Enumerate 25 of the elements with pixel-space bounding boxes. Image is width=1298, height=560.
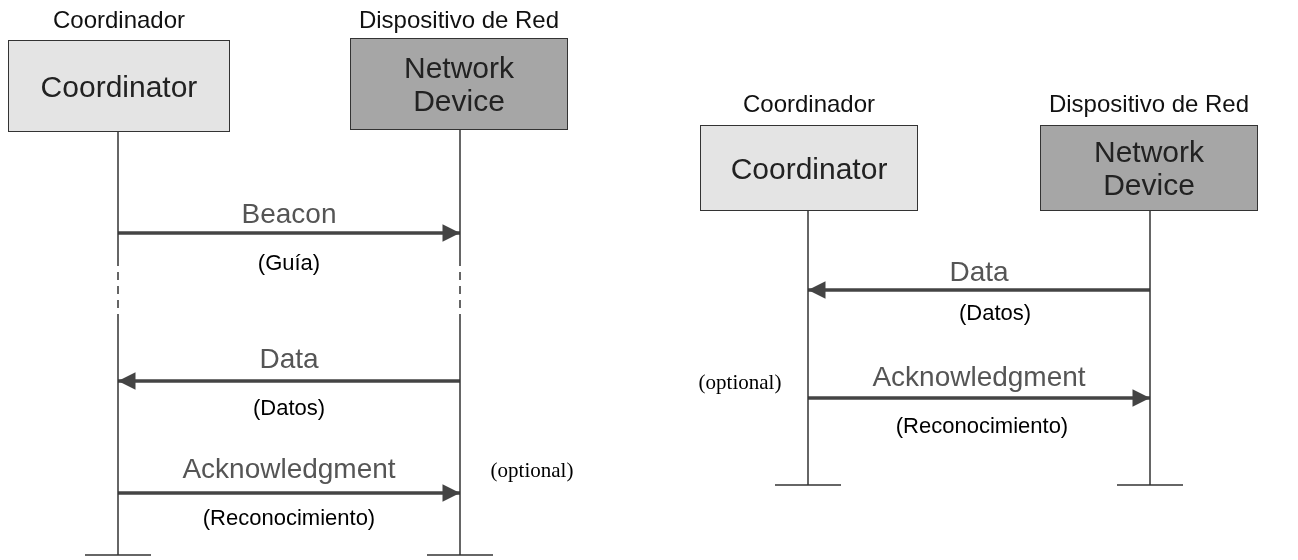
message-translation: (Guía) (257, 250, 321, 276)
note-text: (optional) (698, 370, 782, 395)
message-translation: (Reconocimiento) (895, 413, 1069, 439)
note-text: (optional) (490, 458, 574, 483)
participant-box: Coordinator (8, 40, 230, 132)
participant-box: Network Device (350, 38, 568, 130)
participant-caption: Coordinador (742, 90, 876, 118)
message-arrow (808, 389, 1150, 407)
message-translation: (Reconocimiento) (202, 505, 376, 531)
message-translation: (Datos) (958, 300, 1032, 326)
message-label: Data (949, 256, 1009, 288)
message-label: Beacon (241, 198, 337, 230)
participant-box: Network Device (1040, 125, 1258, 211)
participant-caption: Coordinador (52, 6, 186, 34)
message-label: Acknowledgment (182, 453, 396, 485)
participant-caption: Dispositivo de Red (358, 6, 560, 34)
participant-caption: Dispositivo de Red (1048, 90, 1250, 118)
message-arrow (118, 372, 460, 390)
message-arrow (808, 281, 1150, 299)
message-arrow (118, 484, 460, 502)
message-label: Acknowledgment (872, 361, 1086, 393)
message-label: Data (259, 343, 319, 375)
participant-box: Coordinator (700, 125, 918, 211)
message-translation: (Datos) (252, 395, 326, 421)
message-arrow (118, 224, 460, 242)
